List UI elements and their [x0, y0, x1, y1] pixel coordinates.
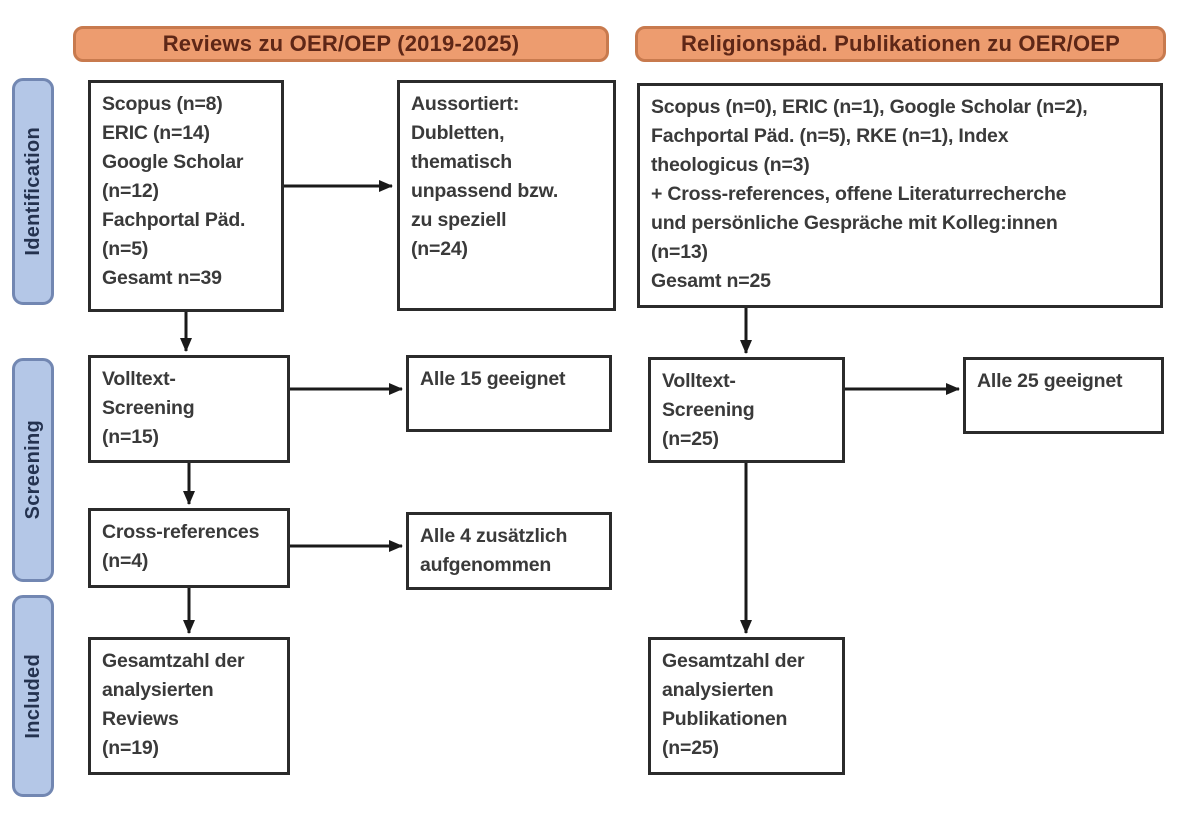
stage-label-identification: Identification	[12, 78, 54, 305]
box-reviews-sources: Scopus (n=8) ERIC (n=14) Google Scholar …	[88, 80, 284, 312]
box-religionspaed-fulltext-screening: Volltext- Screening (n=25)	[648, 357, 845, 463]
box-reviews-crossreferences-result: Alle 4 zusätzlich aufgenommen	[406, 512, 612, 590]
stage-label-included-text: Included	[21, 653, 44, 739]
stage-label-identification-text: Identification	[21, 127, 44, 256]
box-reviews-fulltext-result: Alle 15 geeignet	[406, 355, 612, 432]
column-header-religionspaed: Religionspäd. Publikationen zu OER/OEP	[635, 26, 1166, 62]
box-reviews-included-total: Gesamtzahl der analysierten Reviews (n=1…	[88, 637, 290, 775]
column-header-reviews: Reviews zu OER/OEP (2019-2025)	[73, 26, 609, 62]
box-religionspaed-included-total: Gesamtzahl der analysierten Publikatione…	[648, 637, 845, 775]
stage-label-screening-text: Screening	[21, 420, 44, 520]
box-religionspaed-sources: Scopus (n=0), ERIC (n=1), Google Scholar…	[637, 83, 1163, 308]
box-religionspaed-fulltext-result: Alle 25 geeignet	[963, 357, 1164, 434]
box-reviews-excluded: Aussortiert: Dubletten, thematisch unpas…	[397, 80, 616, 311]
stage-label-screening: Screening	[12, 358, 54, 582]
box-reviews-crossreferences: Cross-references (n=4)	[88, 508, 290, 588]
stage-label-included: Included	[12, 595, 54, 797]
box-reviews-fulltext-screening: Volltext- Screening (n=15)	[88, 355, 290, 463]
